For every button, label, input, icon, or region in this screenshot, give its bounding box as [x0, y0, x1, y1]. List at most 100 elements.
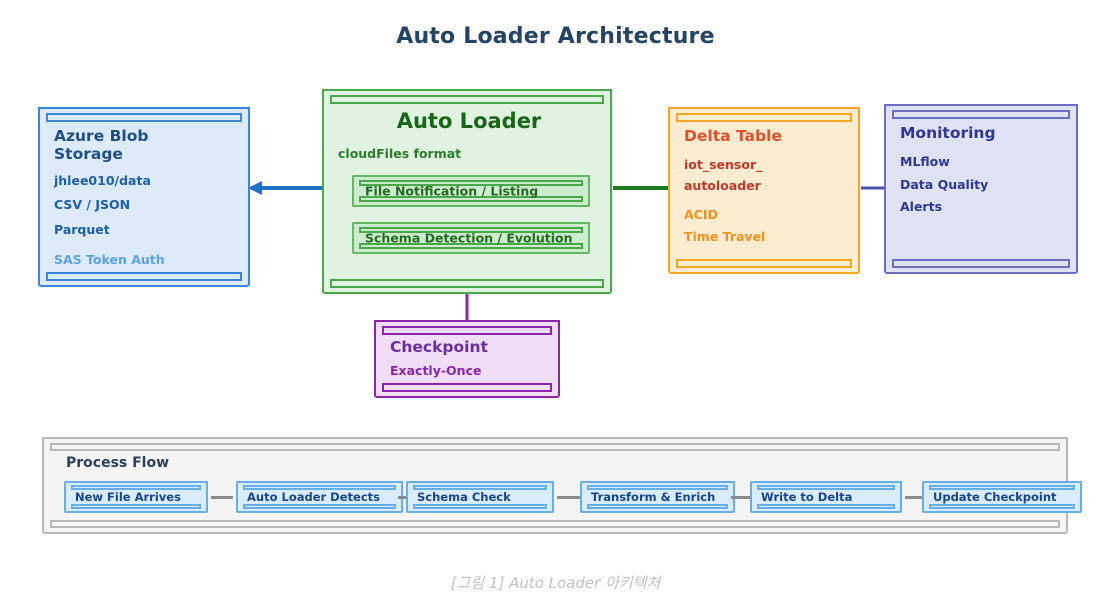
delta-feature-time-travel: Time Travel [684, 228, 766, 244]
component-rail-bottom [330, 279, 604, 288]
component-rail-top [330, 95, 604, 104]
node-monitoring[interactable]: Monitoring MLflow Data Quality Alerts [884, 104, 1078, 274]
subcomponent-rail-top [359, 180, 583, 186]
process-step-transform-and-enrich[interactable]: Transform & Enrich [580, 481, 735, 513]
step-corner [725, 481, 735, 491]
node-checkpoint[interactable]: Checkpoint Exactly-Once [374, 320, 560, 398]
component-notch-left [42, 437, 56, 451]
azure-line-parquet: Parquet [54, 221, 110, 237]
node-auto-loader[interactable]: Auto Loader cloudFiles format File Notif… [322, 89, 612, 294]
node-azure-blob-storage[interactable]: Azure Blob Storage jhlee010/data CSV / J… [38, 107, 250, 287]
delta-table-name-line-2: autoloader [684, 177, 761, 193]
subcomponent-corner [579, 222, 590, 233]
step-connector-5 [905, 496, 925, 499]
process-step-update-checkpoint[interactable]: Update Checkpoint [922, 481, 1082, 513]
subcomponent-schema-detection-evolution[interactable]: Schema Detection / Evolution [352, 222, 590, 254]
step-rail-top [243, 485, 396, 490]
monitoring-title: Monitoring [900, 124, 996, 142]
monitoring-line-data-quality: Data Quality [900, 176, 989, 192]
checkpoint-title: Checkpoint [390, 338, 488, 356]
azure-line-sas-token-auth: SAS Token Auth [54, 252, 165, 268]
delta-feature-acid: ACID [684, 207, 718, 223]
subcomponent-corner [579, 175, 590, 186]
step-rail-top [71, 485, 201, 490]
process-step-schema-check[interactable]: Schema Check [406, 481, 554, 513]
step-connector-3 [557, 496, 582, 499]
component-rail-top [382, 326, 552, 335]
connector-azure-to-autoloader [248, 181, 322, 195]
azure-title-line-2: Storage [54, 145, 123, 164]
component-rail-top [50, 443, 1060, 451]
node-body: Checkpoint Exactly-Once [390, 338, 548, 380]
step-label: New File Arrives [75, 490, 181, 504]
azure-line-formats: CSV / JSON [54, 197, 131, 213]
azure-line-path: jhlee010/data [54, 172, 151, 188]
monitoring-line-mlflow: MLflow [900, 154, 950, 170]
component-notch-right [598, 89, 612, 103]
step-connector-4 [731, 496, 751, 499]
auto-loader-title: Auto Loader [396, 109, 542, 133]
delta-table-name-line-1: iot_sensor_ [684, 157, 763, 173]
component-rail-top [46, 113, 242, 122]
node-body: Azure Blob Storage jhlee010/data CSV / J… [54, 125, 238, 269]
subcomponent-label: File Notification / Listing [365, 183, 539, 199]
auto-loader-subtitle: cloudFiles format [338, 145, 462, 161]
step-rail-bottom [413, 504, 547, 509]
component-rail-bottom [892, 259, 1070, 268]
process-step-auto-loader-detects[interactable]: Auto Loader Detects [236, 481, 403, 513]
monitoring-line-alerts: Alerts [900, 199, 943, 215]
step-label: Auto Loader Detects [247, 490, 380, 504]
component-rail-bottom [50, 520, 1060, 528]
node-body: Monitoring MLflow Data Quality Alerts [900, 122, 1066, 256]
step-connector-2 [398, 496, 412, 499]
step-corner [393, 481, 403, 491]
process-step-new-file-arrives[interactable]: New File Arrives [64, 481, 208, 513]
component-notch-right [1064, 104, 1078, 118]
figure-caption: [그림 1] Auto Loader 아키텍처 [450, 574, 661, 592]
page-title: Auto Loader Architecture [396, 24, 715, 49]
step-connector-1 [211, 496, 233, 499]
step-rail-bottom [929, 504, 1075, 509]
component-rail-bottom [46, 272, 242, 281]
component-notch-left [884, 104, 898, 118]
azure-title-line-1: Azure Blob [54, 127, 149, 145]
checkpoint-line-exactly-once: Exactly-Once [390, 363, 482, 379]
node-delta-table[interactable]: Delta Table iot_sensor_ autoloader ACID … [668, 107, 860, 274]
component-rail-top [676, 113, 852, 122]
step-corner [544, 481, 554, 491]
component-notch-right [236, 107, 250, 121]
component-notch-right [1054, 437, 1068, 451]
subcomponent-rail-top [359, 227, 583, 233]
subcomponent-label: Schema Detection / Evolution [365, 230, 573, 246]
subcomponent-rail-bottom [359, 196, 583, 202]
subcomponent-rail-bottom [359, 243, 583, 249]
step-rail-bottom [757, 504, 895, 509]
component-notch-left [668, 107, 682, 121]
step-corner [892, 481, 902, 491]
step-rail-bottom [71, 504, 201, 509]
step-label: Update Checkpoint [933, 490, 1057, 504]
component-rail-bottom [676, 259, 852, 268]
step-rail-bottom [243, 504, 396, 509]
step-corner [1072, 481, 1082, 491]
step-label: Write to Delta [761, 490, 853, 504]
component-notch-left [374, 320, 388, 334]
step-rail-top [757, 485, 895, 490]
delta-title: Delta Table [684, 127, 782, 145]
subcomponent-file-notification-listing[interactable]: File Notification / Listing [352, 175, 590, 207]
step-rail-bottom [587, 504, 728, 509]
component-notch-right [846, 107, 860, 121]
process-step-write-to-delta[interactable]: Write to Delta [750, 481, 902, 513]
component-rail-top [892, 110, 1070, 119]
step-rail-top [929, 485, 1075, 490]
node-body: Delta Table iot_sensor_ autoloader ACID … [684, 125, 848, 256]
node-body: Auto Loader cloudFiles format [338, 107, 600, 276]
component-notch-left [38, 107, 52, 121]
step-corner [198, 481, 208, 491]
step-rail-top [413, 485, 547, 490]
component-rail-bottom [382, 383, 552, 392]
component-notch-left [322, 89, 336, 103]
component-notch-right [546, 320, 560, 334]
step-label: Transform & Enrich [591, 490, 716, 504]
